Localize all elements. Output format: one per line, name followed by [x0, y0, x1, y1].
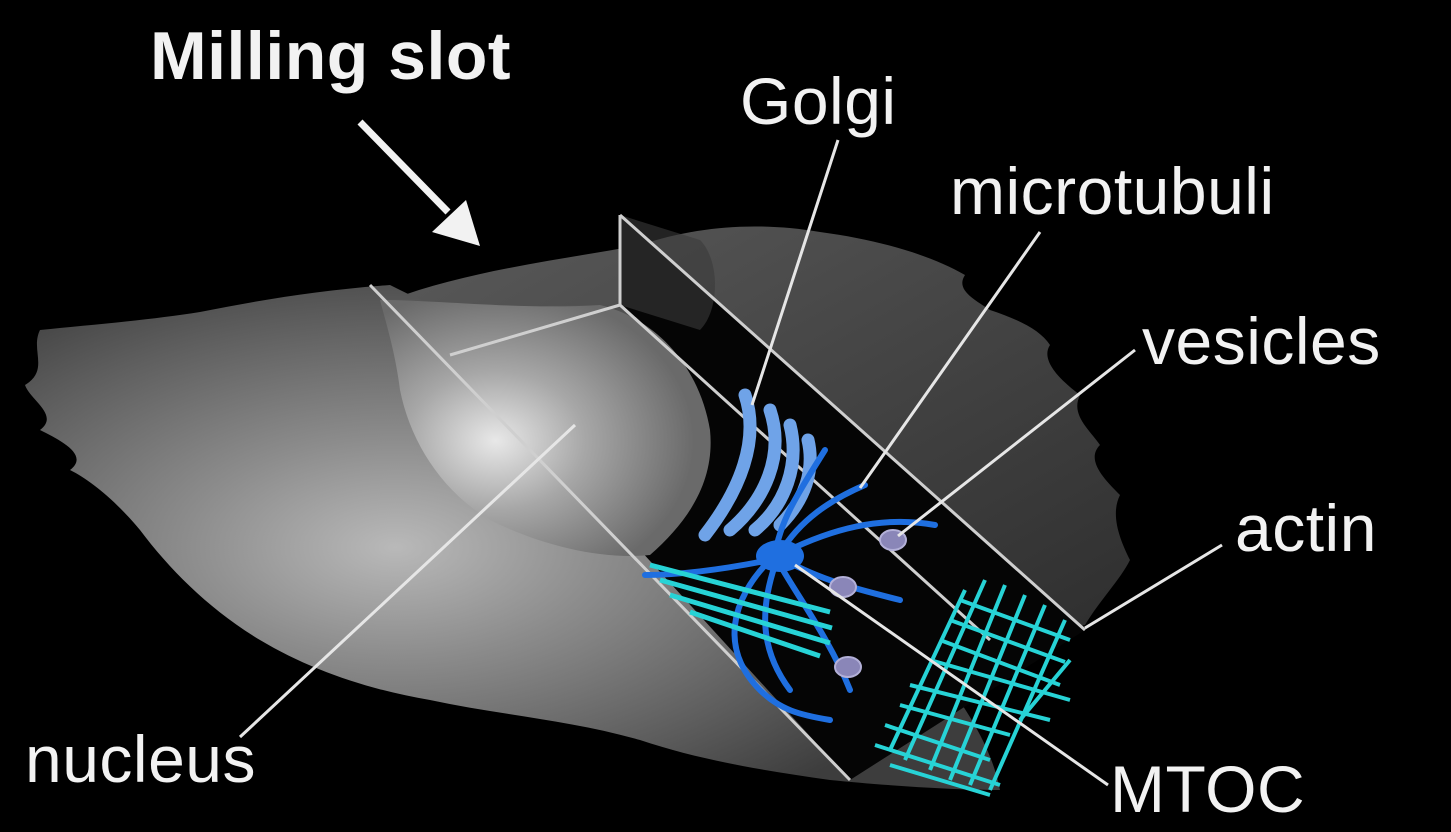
milling-slot-title: Milling slot: [150, 22, 511, 90]
mtoc-label: MTOC: [1110, 756, 1305, 822]
vesicles-label: vesicles: [1142, 308, 1381, 374]
golgi-label: Golgi: [740, 68, 897, 134]
nucleus-label: nucleus: [25, 726, 256, 792]
microtubuli-label: microtubuli: [950, 158, 1275, 224]
actin-label: actin: [1235, 495, 1377, 561]
down-right-arrow-icon: [360, 122, 480, 246]
